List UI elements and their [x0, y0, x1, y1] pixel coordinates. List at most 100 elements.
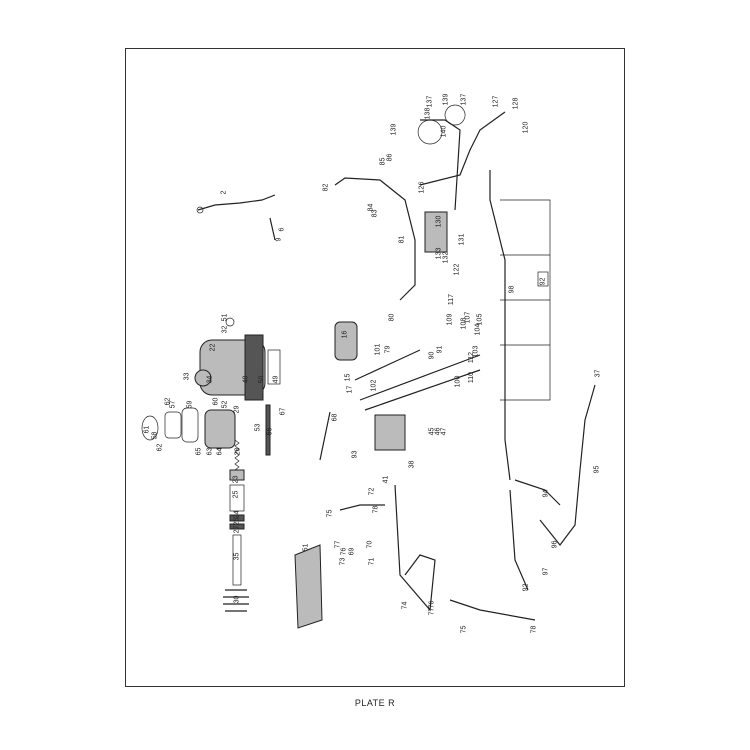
part-number-label: 65 [195, 447, 203, 456]
part-number-label: 74 [401, 601, 409, 610]
reservoir-cap [141, 415, 159, 441]
part-number-label: 139 [442, 93, 450, 106]
part-number-label: 78 [530, 625, 538, 634]
part-number-label: 60 [212, 397, 220, 406]
part-number-label: 109 [446, 313, 454, 326]
part-number-label: 17 [346, 385, 354, 394]
part-number-label: 92 [522, 583, 530, 592]
part-number-label: 92 [539, 277, 547, 286]
part-number-label: 23 [232, 475, 240, 484]
part-number-label: 47 [440, 427, 448, 436]
part-number-label: 2 [220, 190, 228, 195]
part-number-label: 26 [233, 517, 241, 526]
part-number-label: 35 [233, 552, 241, 561]
part-number-label: 101 [374, 343, 382, 356]
part-number-label: 71 [368, 557, 376, 566]
part-number-label: 68 [331, 413, 339, 422]
part-number-label: 73 [339, 557, 347, 566]
part-number-label: 95 [593, 465, 601, 474]
part-number-label: 75 [460, 625, 468, 634]
part-number-label: 15 [344, 373, 352, 382]
part-number-label: 140 [440, 125, 448, 138]
part-number-label: 58 [151, 431, 159, 440]
part-number-label: 90 [428, 351, 436, 360]
part-number-label: 69 [348, 547, 356, 556]
part-number-label: 63 [206, 447, 214, 456]
part-number-label: 70 [366, 540, 374, 549]
part-number-label: 131 [458, 233, 466, 246]
part-number-label: 93 [351, 450, 359, 459]
part-number-label: 128 [512, 97, 520, 110]
part-number-label: 59 [186, 400, 194, 409]
pedal-arm [197, 194, 276, 211]
heat-shield [294, 544, 323, 629]
boot [223, 589, 249, 612]
pivot-bolt [269, 217, 276, 241]
part-number-label: 75 [326, 509, 334, 518]
part-number-label: 33 [183, 372, 191, 381]
part-number-label: 48 [242, 375, 250, 384]
part-number-label: 30 [233, 595, 241, 604]
part-number-label: 120 [522, 121, 530, 134]
part-number-label: 117 [448, 293, 456, 306]
pedal-pad [334, 321, 358, 361]
part-number-label: 132 [442, 251, 450, 264]
part-number-label: 51 [302, 543, 310, 552]
part-number-label: 62 [156, 443, 164, 452]
part-number-label: 53 [254, 423, 262, 432]
part-number-label: 81 [398, 235, 406, 244]
part-number-label: 77 [428, 607, 436, 616]
part-number-label: 100 [454, 375, 462, 388]
part-number-label: 64 [216, 447, 224, 456]
part-number-label: 122 [453, 263, 461, 276]
part-number-label: 130 [435, 215, 443, 228]
plate-caption: PLATE R [354, 698, 396, 708]
part-number-label: 96 [551, 540, 559, 549]
part-number-label: 127 [492, 95, 500, 108]
part-number-label: 83 [371, 209, 379, 218]
part-number-label: 66 [266, 427, 274, 436]
part-number-label: 29 [233, 405, 241, 414]
part-number-label: 38 [408, 460, 416, 469]
brake-pipe-main [489, 170, 511, 481]
part-number-label: 91 [436, 345, 444, 354]
part-number-label: 137 [426, 95, 434, 108]
part-number-label: 32 [221, 325, 229, 334]
push-rod [265, 404, 271, 456]
part-number-label: 102 [370, 379, 378, 392]
part-number-label: 41 [382, 475, 390, 484]
part-number-label: 25 [232, 490, 240, 499]
part-number-label: 16 [341, 330, 349, 339]
part-number-label: 76 [340, 547, 348, 556]
part-number-label: 34 [206, 375, 214, 384]
part-number-label: 27 [233, 525, 241, 534]
part-number-label: 104 [474, 323, 482, 336]
part-number-label: 94 [542, 489, 550, 498]
part-number-label: 37 [594, 369, 602, 378]
part-number-label: 139 [390, 123, 398, 136]
part-number-label: 50 [258, 375, 266, 384]
part-number-label: 61 [143, 425, 151, 434]
part-number-label: 72 [368, 487, 376, 496]
part-number-label: 79 [384, 345, 392, 354]
part-number-label: 78 [372, 505, 380, 514]
plate-frame [125, 48, 625, 687]
part-number-label: 138 [424, 107, 432, 120]
pipe-clip-bracket [500, 199, 551, 401]
part-number-label: 137 [460, 93, 468, 106]
part-number-label: 110 [468, 371, 476, 384]
part-number-label: 126 [418, 181, 426, 194]
part-number-label: 67 [279, 407, 287, 416]
part-number-label: 57 [169, 400, 177, 409]
reservoir [204, 409, 236, 449]
part-number-label: 112 [468, 351, 476, 364]
part-number-label: 107 [464, 311, 472, 324]
part-number-label: 28 [234, 447, 242, 456]
part-number-label: 52 [221, 400, 229, 409]
part-number-label: 80 [388, 313, 396, 322]
part-number-label: 22 [209, 343, 217, 352]
part-number-label: 133 [435, 247, 443, 260]
part-number-label: 97 [542, 567, 550, 576]
part-number-label: 82 [322, 183, 330, 192]
